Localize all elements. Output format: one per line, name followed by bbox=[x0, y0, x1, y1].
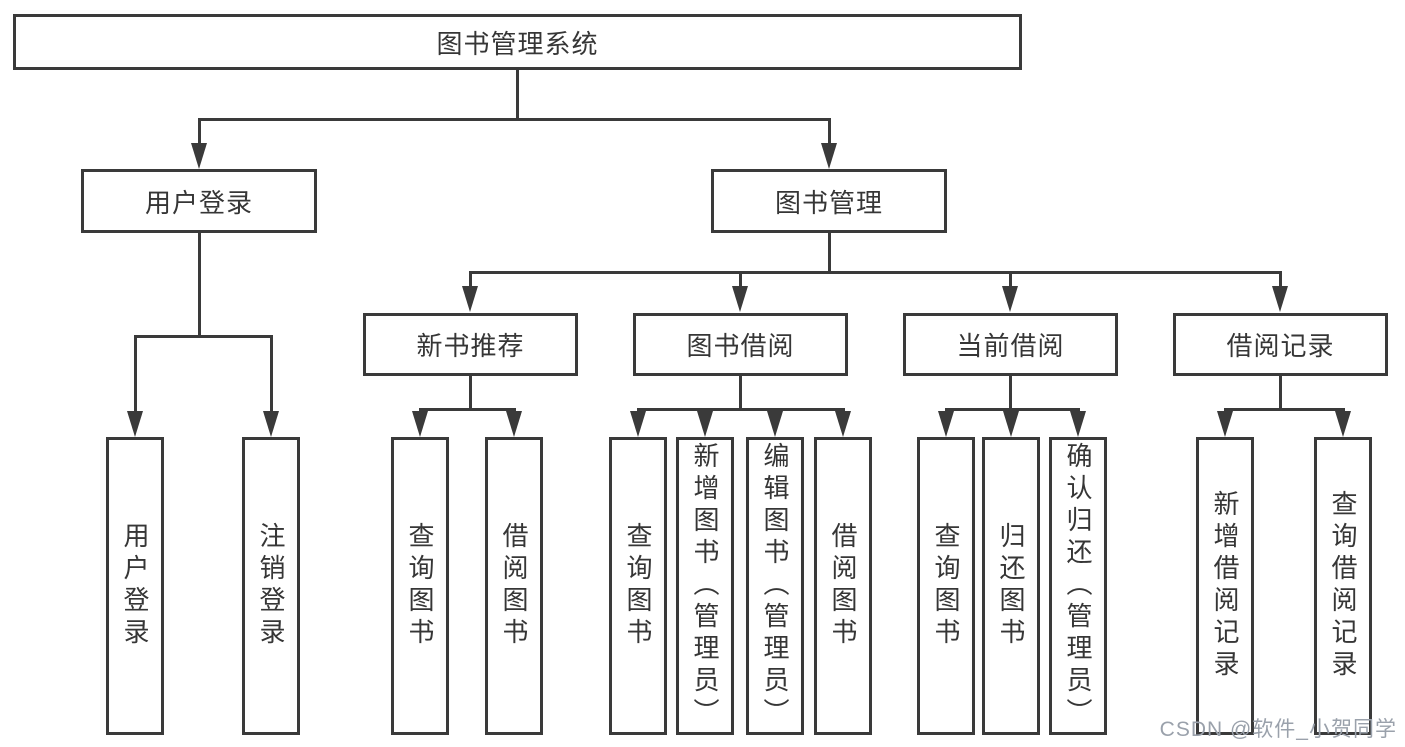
leaf-nb-query-books-label: 查询图书 bbox=[405, 522, 435, 650]
arrowhead-bb-edit bbox=[767, 411, 783, 437]
leaf-bb-edit-books-admin-label: 编辑图书（管理员） bbox=[760, 442, 790, 730]
connector-drop-current-borrow bbox=[1009, 271, 1012, 288]
connector-borrow-records-rail bbox=[1224, 408, 1345, 411]
connector-drop-user-login bbox=[198, 118, 201, 145]
leaf-user-login: 用户登录 bbox=[106, 437, 164, 735]
node-new-book-recommend-label: 新书推荐 bbox=[416, 331, 525, 361]
leaf-logout-login: 注销登录 bbox=[242, 437, 300, 735]
leaf-cb-confirm-return-admin-label: 确认归还（管理员） bbox=[1063, 442, 1093, 730]
csdn-watermark: CSDN @软件_小贺同学 bbox=[1159, 718, 1397, 741]
arrowhead-bb-query bbox=[630, 411, 646, 437]
node-borrow-records: 借阅记录 bbox=[1173, 313, 1388, 376]
leaf-nb-borrow-books-label: 借阅图书 bbox=[499, 522, 529, 650]
leaf-logout-login-label: 注销登录 bbox=[256, 522, 286, 650]
node-user-login-label: 用户登录 bbox=[144, 187, 253, 218]
leaf-cb-query-books-label: 查询图书 bbox=[931, 522, 961, 650]
leaf-bb-edit-books-admin: 编辑图书（管理员） bbox=[746, 437, 804, 735]
leaf-nb-borrow-books: 借阅图书 bbox=[485, 437, 543, 735]
connector-current-borrow-down bbox=[1009, 375, 1012, 409]
node-new-book-recommend: 新书推荐 bbox=[363, 313, 578, 376]
leaf-user-login-label: 用户登录 bbox=[120, 522, 150, 650]
node-library-system-label: 图书管理系统 bbox=[436, 28, 599, 59]
leaf-bb-add-books-admin-label: 新增图书（管理员） bbox=[690, 442, 720, 730]
node-library-system: 图书管理系统 bbox=[13, 14, 1022, 70]
arrowhead-bb-add bbox=[697, 411, 713, 437]
connector-user-login-rail bbox=[134, 335, 273, 338]
node-current-borrow: 当前借阅 bbox=[903, 313, 1118, 376]
connector-user-login-down bbox=[198, 232, 201, 336]
arrowhead-nb-query bbox=[412, 411, 428, 437]
connector-book-borrow-rail bbox=[637, 408, 845, 411]
leaf-cb-return-books-label: 归还图书 bbox=[996, 522, 1026, 650]
connector-drop-book-management bbox=[828, 118, 831, 145]
arrowhead-br-add bbox=[1217, 411, 1233, 437]
node-book-borrow: 图书借阅 bbox=[633, 313, 848, 376]
leaf-cb-return-books: 归还图书 bbox=[982, 437, 1040, 735]
arrowhead-user-login bbox=[191, 143, 207, 169]
arrowhead-borrow-records bbox=[1272, 286, 1288, 312]
arrowhead-leaf-logout bbox=[263, 411, 279, 437]
leaf-br-query-record: 查询借阅记录 bbox=[1314, 437, 1372, 735]
leaf-br-add-record: 新增借阅记录 bbox=[1196, 437, 1254, 735]
connector-drop-new-book bbox=[469, 271, 472, 288]
arrowhead-book-management bbox=[821, 143, 837, 169]
arrowhead-current-borrow bbox=[1002, 286, 1018, 312]
leaf-cb-query-books: 查询图书 bbox=[917, 437, 975, 735]
arrowhead-br-query bbox=[1335, 411, 1351, 437]
leaf-bb-query-books-label: 查询图书 bbox=[623, 522, 653, 650]
arrowhead-cb-query bbox=[938, 411, 954, 437]
leaf-bb-borrow-books: 借阅图书 bbox=[814, 437, 872, 735]
node-borrow-records-label: 借阅记录 bbox=[1226, 331, 1335, 361]
connector-new-book-down bbox=[469, 375, 472, 409]
connector-level2-rail bbox=[198, 118, 831, 121]
connector-root-down bbox=[516, 69, 519, 119]
node-current-borrow-label: 当前借阅 bbox=[956, 331, 1065, 361]
connector-new-book-rail bbox=[419, 408, 516, 411]
node-book-management-label: 图书管理 bbox=[774, 187, 883, 218]
connector-book-management-down bbox=[828, 232, 831, 272]
connector-book-borrow-down bbox=[739, 375, 742, 409]
arrowhead-new-book bbox=[462, 286, 478, 312]
leaf-bb-add-books-admin: 新增图书（管理员） bbox=[676, 437, 734, 735]
leaf-bb-query-books: 查询图书 bbox=[609, 437, 667, 735]
arrowhead-cb-confirm bbox=[1070, 411, 1086, 437]
arrowhead-leaf-user-login bbox=[127, 411, 143, 437]
connector-level3-rail bbox=[469, 271, 1282, 274]
arrowhead-bb-borrow bbox=[835, 411, 851, 437]
leaf-cb-confirm-return-admin: 确认归还（管理员） bbox=[1049, 437, 1107, 735]
node-user-login: 用户登录 bbox=[81, 169, 317, 233]
leaf-br-add-record-label: 新增借阅记录 bbox=[1210, 490, 1240, 682]
connector-drop-leaf-user-login bbox=[134, 335, 137, 413]
leaf-bb-borrow-books-label: 借阅图书 bbox=[828, 522, 858, 650]
arrowhead-book-borrow bbox=[732, 286, 748, 312]
node-book-borrow-label: 图书借阅 bbox=[686, 331, 795, 361]
connector-drop-book-borrow bbox=[739, 271, 742, 288]
arrowhead-cb-return bbox=[1003, 411, 1019, 437]
leaf-br-query-record-label: 查询借阅记录 bbox=[1328, 490, 1358, 682]
arrowhead-nb-borrow bbox=[506, 411, 522, 437]
connector-drop-leaf-logout bbox=[270, 335, 273, 413]
connector-borrow-records-down bbox=[1279, 375, 1282, 409]
leaf-nb-query-books: 查询图书 bbox=[391, 437, 449, 735]
node-book-management: 图书管理 bbox=[711, 169, 947, 233]
connector-drop-borrow-records bbox=[1279, 271, 1282, 288]
